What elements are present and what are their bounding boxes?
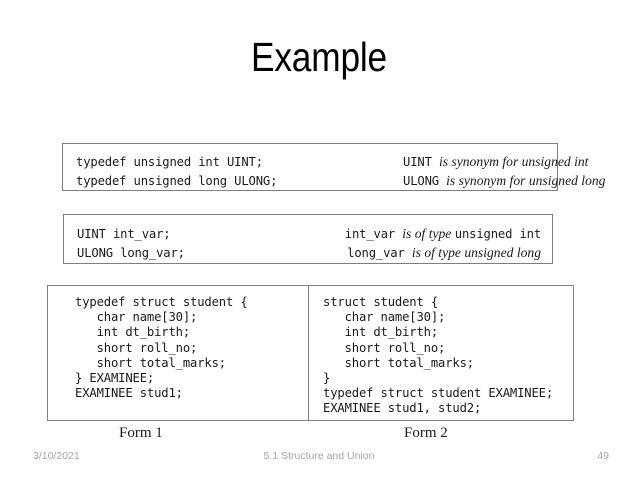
typedef-desc-1-italic: is synonym for unsigned int (438, 154, 589, 169)
typedef-rows: typedef unsigned int UINT; typedef unsig… (63, 144, 605, 190)
declaration-desc-2-italic: is of type unsigned long (411, 245, 541, 260)
typedef-desc-line-1: UINT is synonym for unsigned int (403, 154, 589, 169)
form1-code-block: typedef struct student { char name[30]; … (75, 295, 248, 401)
footer-page-number: 49 (597, 450, 609, 462)
declaration-code-line-2: ULONG long_var; (77, 246, 185, 260)
declaration-desc-2-lead: long_var (347, 246, 412, 260)
declaration-desc-1-lead: int_var (344, 227, 403, 241)
page-title: Example (251, 34, 387, 80)
typedef-desc-2-mono: ULONG (403, 174, 447, 188)
declaration-desc-1-italic: is of type (402, 226, 455, 241)
form2-caption: Form 2 (404, 425, 448, 441)
declaration-desc-1-tail: unsigned int (454, 227, 541, 241)
typedef-code-line-1: typedef unsigned int UINT; (76, 155, 263, 169)
declaration-desc-line-2: long_var is of type unsigned long (347, 245, 541, 260)
declaration-code-line-1: UINT int_var; (77, 227, 171, 241)
form1-caption: Form 1 (119, 425, 163, 441)
struct-forms-box: typedef struct student { char name[30]; … (47, 285, 574, 421)
declaration-desc-line-1: int_var is of type unsigned int (344, 226, 541, 241)
form2-code-block: struct student { char name[30]; int dt_b… (323, 295, 553, 416)
typedef-example-box: typedef unsigned int UINT; typedef unsig… (62, 143, 605, 191)
forms-column-divider (308, 286, 309, 420)
typedef-desc-line-2: ULONG is synonym for unsigned long (403, 173, 606, 188)
typedef-code-line-2: typedef unsigned long ULONG; (76, 174, 278, 188)
typedef-desc-2-italic: is synonym for unsigned long (446, 173, 606, 188)
declaration-rows: UINT int_var; ULONG long_var; int_var is… (64, 215, 552, 263)
typedef-desc-1-mono: UINT (403, 155, 439, 169)
declaration-example-box: UINT int_var; ULONG long_var; int_var is… (63, 214, 553, 264)
footer-date: 3/10/2021 (33, 450, 80, 462)
footer-section-title: 5.1 Structure and Union (263, 450, 375, 462)
